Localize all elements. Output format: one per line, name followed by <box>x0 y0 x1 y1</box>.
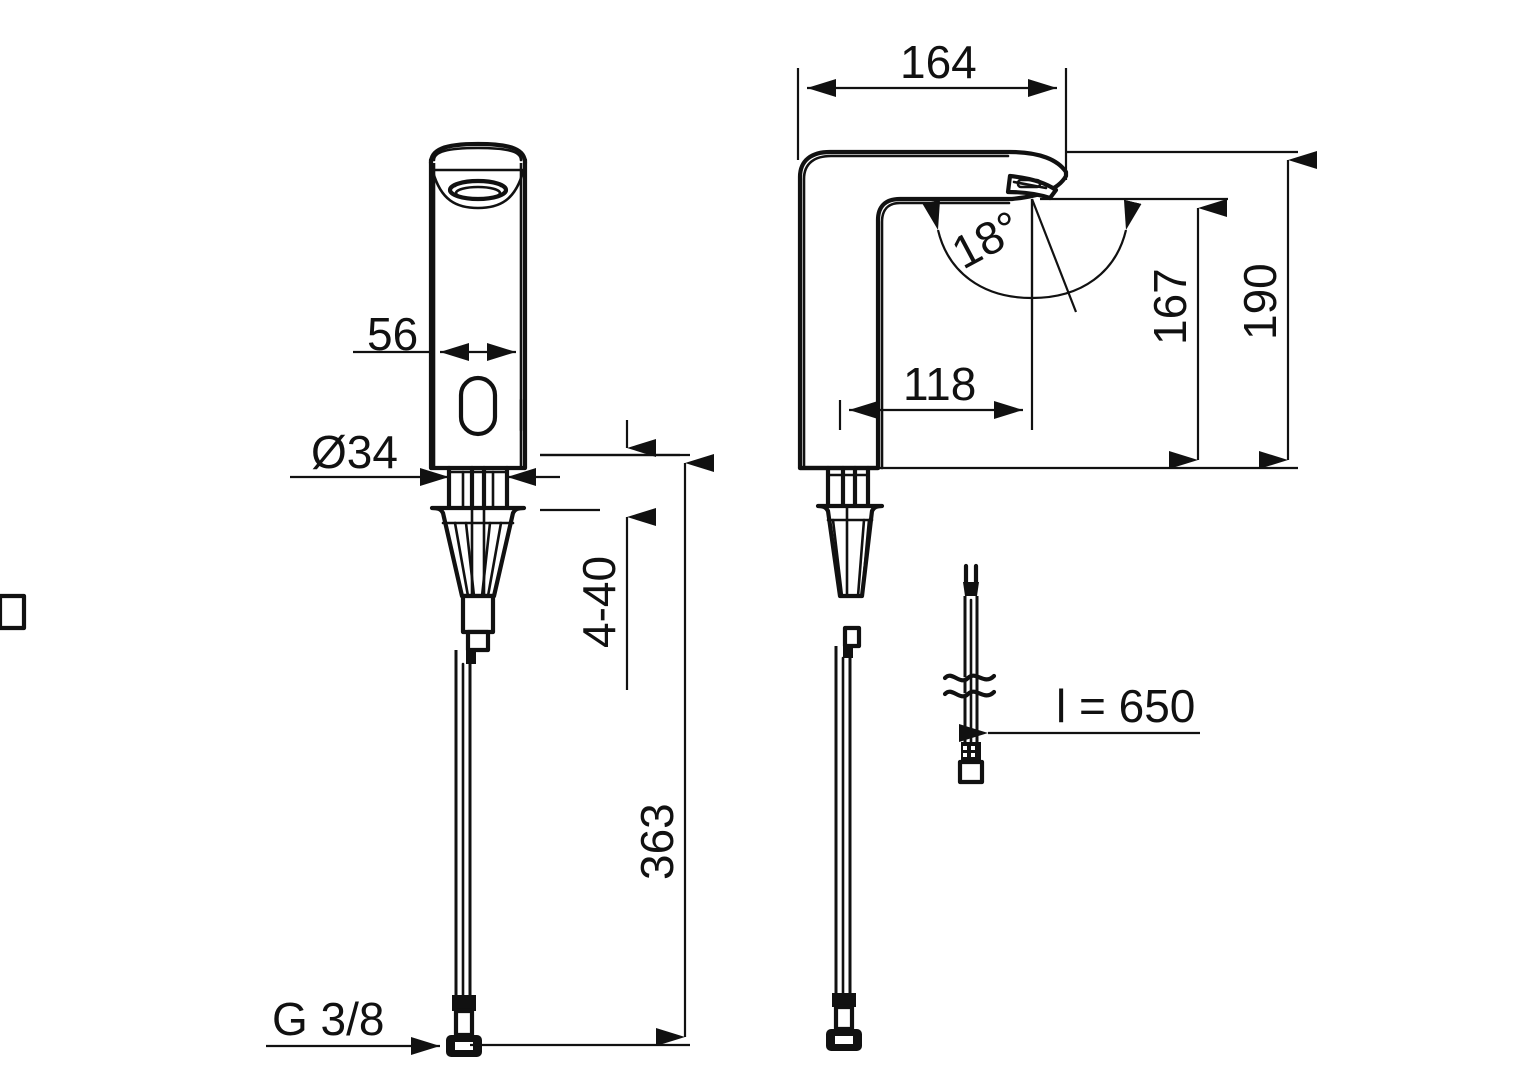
dim164-label: 164 <box>900 36 977 88</box>
side-body-inner-top <box>802 154 1010 470</box>
dimension-190: 190 <box>878 150 1317 470</box>
front-clamp-ribs <box>453 521 503 598</box>
cable-break-bottom <box>942 689 997 699</box>
cable-length-label: l = 650 <box>1056 680 1195 732</box>
front-aerator-highlight <box>453 180 503 188</box>
front-stud-lines <box>469 465 487 510</box>
cable-plug-pin-2 <box>971 746 975 750</box>
dimension-56: 56 <box>353 300 527 361</box>
dim190-label: 190 <box>1234 263 1286 340</box>
front-aerator-inner <box>454 185 502 201</box>
dim56-label: 56 <box>367 308 418 360</box>
front-view: 56 Ø34 4-40 363 G 3/8 <box>266 141 714 1057</box>
side-coupling-detail <box>843 646 853 658</box>
side-hose-endpiece <box>833 1004 855 1032</box>
cable-plug-pin-3 <box>963 753 967 757</box>
side-coupling-nut <box>0 593 27 631</box>
cable-top-ferrule <box>963 582 979 596</box>
dimension-167: 167 <box>1040 197 1228 469</box>
side-spout-inner <box>880 201 1011 470</box>
front-coupling-nut <box>460 593 496 635</box>
side-coupling-collar <box>842 625 862 649</box>
side-stud-lines <box>840 465 858 508</box>
cable-plug-end <box>957 759 985 785</box>
front-connector-slot <box>455 1042 473 1050</box>
front-coupling-collar <box>465 629 491 653</box>
front-shank-inner-lines <box>461 470 495 509</box>
front-sensor-recess <box>431 170 525 210</box>
cable-top-fork <box>963 563 979 585</box>
front-sensor-window <box>458 375 498 437</box>
cable-detail: l = 650 <box>942 563 1200 785</box>
front-top-cap-inner <box>432 146 523 162</box>
dim440-label: 4-40 <box>573 556 625 648</box>
front-clamp-center <box>470 506 486 598</box>
side-aerator-face <box>1016 178 1042 189</box>
cable-break-top <box>942 673 997 683</box>
cable-plug-pin-4 <box>971 753 975 757</box>
cable-plug-pin-1 <box>963 746 967 750</box>
dim363-label: 363 <box>631 803 683 880</box>
dimension-363: 363 <box>470 453 714 1047</box>
dim118-label: 118 <box>903 358 976 410</box>
front-hose-ferrule <box>452 995 476 1011</box>
side-clamp-ribs <box>831 518 871 598</box>
dimension-164: 164 <box>796 36 1068 180</box>
dim34-label: Ø34 <box>311 426 398 478</box>
front-hose-endpiece <box>453 1008 475 1038</box>
side-connector-slot <box>835 1036 853 1044</box>
side-hose-ferrule <box>832 993 856 1007</box>
side-outlet-seam <box>1012 180 1048 190</box>
angle-arc <box>922 199 1142 300</box>
dim167-label: 167 <box>1144 268 1196 345</box>
dimension-118: 118 <box>838 199 1034 430</box>
cable-plug-body <box>961 742 981 762</box>
dimension-diameter-34: Ø34 <box>290 426 560 486</box>
dimension-cable-length: l = 650 <box>959 680 1200 742</box>
g38-label: G 3/8 <box>272 993 385 1045</box>
callout-g38: G 3/8 <box>266 993 440 1055</box>
